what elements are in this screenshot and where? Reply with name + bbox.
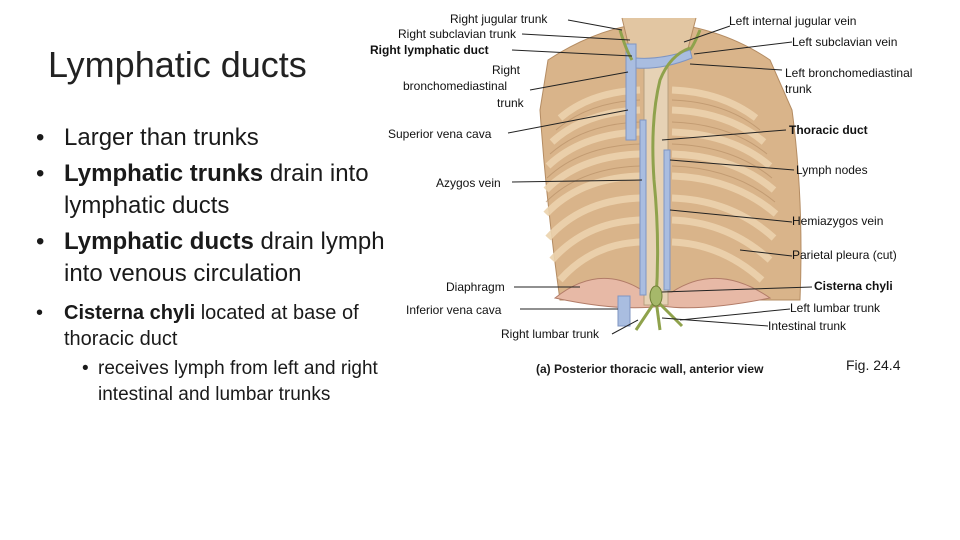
- label-left-internal-jugular-vein: Left internal jugular vein: [729, 14, 856, 28]
- ribs-left-side: [672, 90, 776, 280]
- bullet-item: Larger than trunks: [30, 122, 410, 154]
- diaphragm: [555, 278, 770, 307]
- label-right-jugular-trunk: Right jugular trunk: [450, 12, 547, 26]
- thoracic-duct: [653, 48, 690, 300]
- bullet-item: Lymphatic trunks drain into lymphatic du…: [30, 158, 410, 222]
- label-intestinal-trunk: Intestinal trunk: [768, 319, 846, 333]
- label-right-bronchomediastinal-line1: Right: [492, 63, 520, 77]
- label-hemiazygos-vein: Hemiazygos vein: [792, 214, 883, 228]
- neck: [622, 18, 696, 60]
- label-right-bronchomediastinal-line2: bronchomediastinal: [403, 79, 507, 93]
- label-cisterna-chyli: Cisterna chyli: [814, 279, 893, 293]
- label-inferior-vena-cava: Inferior vena cava: [406, 303, 501, 317]
- label-left-subclavian-vein: Left subclavian vein: [792, 35, 897, 49]
- bullet-bold-text: Lymphatic ducts: [64, 228, 254, 255]
- bullet-list: Larger than trunks Lymphatic trunks drai…: [30, 122, 410, 408]
- label-parietal-pleura: Parietal pleura (cut): [792, 248, 897, 262]
- bullet-bold-text: Cisterna chyli: [64, 302, 195, 324]
- label-diaphragm: Diaphragm: [446, 280, 505, 294]
- bullet-text: Larger than trunks: [64, 124, 259, 151]
- label-lymph-nodes: Lymph nodes: [796, 163, 868, 177]
- inferior-vena-cava: [618, 296, 630, 326]
- sub-bullet-item: receives lymph from left and right intes…: [30, 356, 410, 408]
- lymph-vessels: [620, 30, 700, 330]
- cisterna-chyli: [650, 286, 662, 306]
- label-right-bronchomediastinal-line3: trunk: [497, 96, 524, 110]
- hemiazygos-vein: [664, 150, 670, 290]
- leader-lines: [508, 20, 812, 334]
- figure-reference: Fig. 24.4: [846, 357, 900, 373]
- bullet-item: Lymphatic ducts drain lymph into venous …: [30, 226, 410, 290]
- bullet-bold-text: Lymphatic trunks: [64, 160, 263, 187]
- vertebral-column: [644, 60, 668, 305]
- label-left-bronchomediastinal-line2: trunk: [785, 82, 812, 96]
- veins: [618, 44, 692, 326]
- figure-caption: (a) Posterior thoracic wall, anterior vi…: [536, 362, 763, 376]
- label-azygos-vein: Azygos vein: [436, 176, 501, 190]
- ribs-right-side: [546, 90, 640, 280]
- azygos-vein: [640, 120, 646, 295]
- label-left-bronchomediastinal-line1: Left bronchomediastinal: [785, 66, 912, 80]
- superior-vena-cava: [626, 44, 636, 140]
- label-right-lymphatic-duct: Right lymphatic duct: [370, 43, 489, 57]
- intercostal-lines: [546, 100, 775, 202]
- label-left-lumbar-trunk: Left lumbar trunk: [790, 301, 880, 315]
- slide-title: Lymphatic ducts: [48, 44, 307, 86]
- brachiocephalic-vein: [636, 50, 692, 68]
- label-right-subclavian-trunk: Right subclavian trunk: [398, 27, 516, 41]
- label-right-lumbar-trunk: Right lumbar trunk: [501, 327, 599, 341]
- label-thoracic-duct: Thoracic duct: [789, 123, 868, 137]
- torso-tissue: [540, 22, 801, 300]
- bullet-item-cisterna: Cisterna chyli located at base of thorac…: [30, 300, 410, 352]
